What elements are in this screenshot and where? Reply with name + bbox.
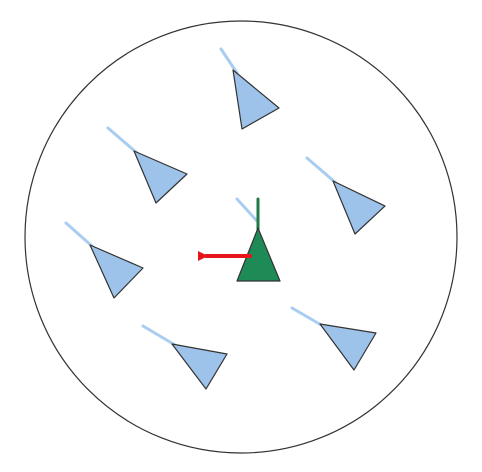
neighbor-agent (106, 126, 188, 204)
focal-neighbor-tail (235, 197, 259, 223)
neighbor-triangle (319, 323, 377, 371)
neighbor-agent (64, 221, 144, 299)
neighbor-triangle (171, 343, 228, 390)
neighbor-tail (141, 324, 177, 347)
neighbor-agent (305, 156, 386, 235)
neighbor-tail (106, 126, 139, 155)
neighbor-tail (64, 221, 95, 249)
neighbor-agent (290, 306, 377, 371)
neighbor-triangle (89, 244, 144, 299)
neighbor-triangle (133, 150, 188, 204)
neighbor-tail (219, 47, 239, 75)
neighbor-tail (290, 306, 325, 328)
neighbor-triangle (232, 69, 280, 130)
neighbor-triangle (332, 180, 386, 235)
neighbor-agent (219, 47, 280, 130)
neighbor-agent (141, 324, 228, 390)
neighbor-tail (305, 156, 338, 185)
